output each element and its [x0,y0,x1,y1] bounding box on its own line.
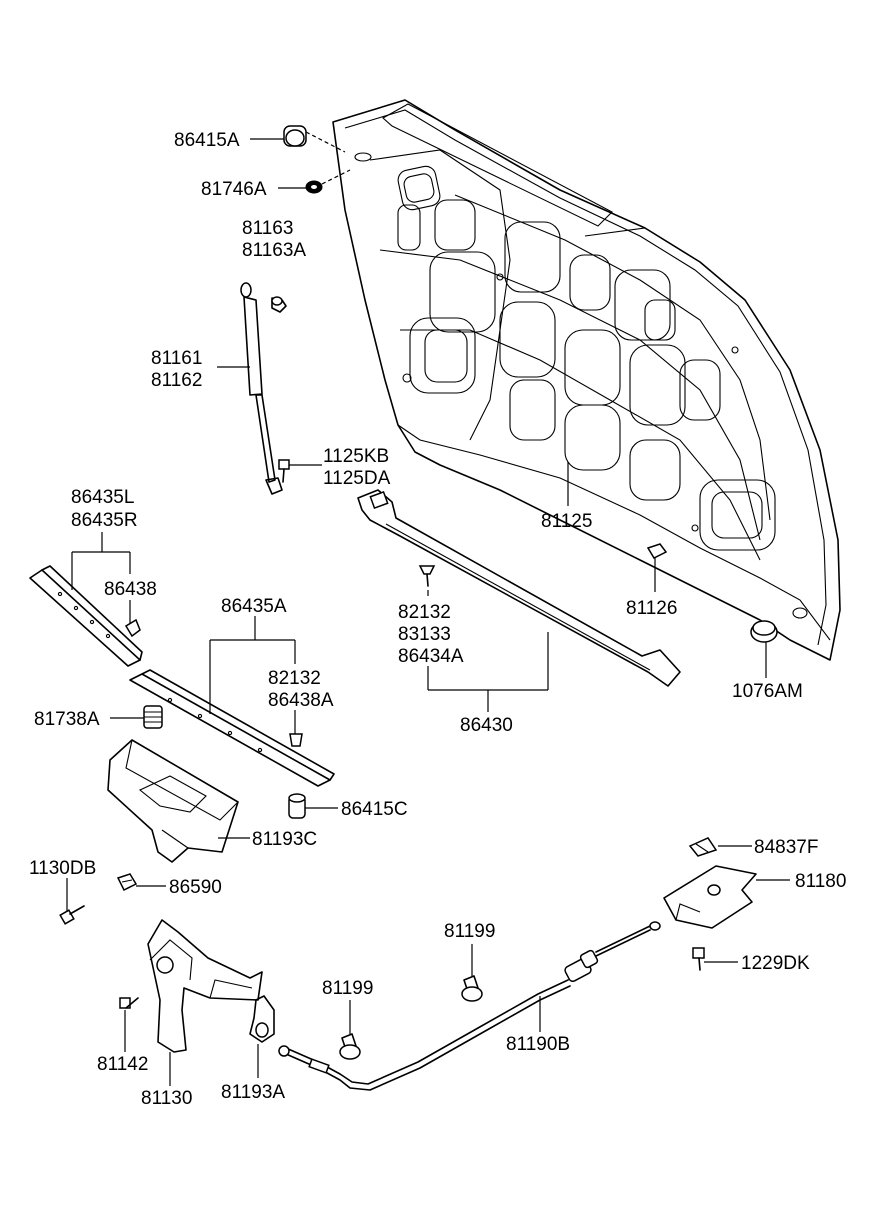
ball-stud-81163 [271,296,287,313]
clip-81199-left [339,1033,361,1060]
cover-81193C [107,739,239,863]
bolt-1130DB [59,905,85,925]
label-81738A: 81738A [34,709,100,730]
label-1229DK: 1229DK [741,953,810,974]
label-86435R: 86435R [71,510,138,531]
clip-81199-right [461,975,483,1002]
label-86415C: 86415C [341,799,408,820]
washer-81746A [305,169,351,194]
clip-84837F [688,837,718,857]
bolt-86590 [116,873,138,892]
label-81180: 81180 [795,871,846,892]
bumper-86415C [288,793,306,819]
label-81163A: 81163A [242,240,306,261]
label-1125DA: 1125DA [323,468,391,489]
latch-81130 [147,919,263,1053]
label-86434A: 86434A [398,646,464,667]
label-81190B: 81190B [506,1034,570,1055]
label-86415A: 86415A [174,130,240,151]
label-81161: 81161 [151,348,202,369]
bolt-1229DK [692,947,705,971]
label-1076AM: 1076AM [732,681,803,702]
label-86435L: 86435L [71,487,134,508]
label-81193C: 81193C [252,829,317,850]
bumper-86415A [283,125,346,153]
label-81163: 81163 [242,218,293,239]
label-82132-upper: 82132 [268,668,321,689]
label-81199-right: 81199 [444,921,495,942]
label-83133: 83133 [398,624,451,645]
clip-86438A [289,733,303,747]
label-81130: 81130 [141,1088,192,1109]
label-86430: 86430 [460,715,513,736]
clip-86438 [124,618,141,638]
plug-1076AM [750,620,778,643]
label-84837F: 84837F [754,837,818,858]
clip-82132 [418,565,436,587]
hood-panel [332,99,841,661]
label-1130DB: 1130DB [29,858,96,879]
label-86435A: 86435A [221,596,287,617]
label-1125KB: 1125KB [323,446,389,467]
strip-86435A [129,669,335,787]
label-86590: 86590 [169,877,222,898]
clamp-81193A [249,995,275,1043]
label-81126: 81126 [626,598,677,619]
label-81125: 81125 [541,511,592,532]
label-81142: 81142 [97,1054,148,1075]
label-81162: 81162 [151,370,202,391]
bolt-1125KB [278,459,290,483]
weatherstrip-86430 [357,489,681,687]
leader-lines [66,138,790,1086]
bolt-81142 [119,997,139,1009]
label-81746A: 81746A [201,179,267,200]
buffer-81738A [143,705,163,729]
strip-86435L [29,565,143,667]
label-86438A: 86438A [268,690,334,711]
label-86438: 86438 [104,579,157,600]
label-81199-left: 81199 [322,978,373,999]
label-81193A: 81193A [221,1082,285,1103]
part-labels: 86415A 81746A 81163 81163A 81161 81162 1… [29,130,846,1109]
release-handle-81180 [663,865,757,929]
clip-81126 [646,543,668,559]
gas-strut-81161 [240,282,283,495]
release-cable-81190B [278,921,661,1091]
label-82132-lower: 82132 [398,602,451,623]
